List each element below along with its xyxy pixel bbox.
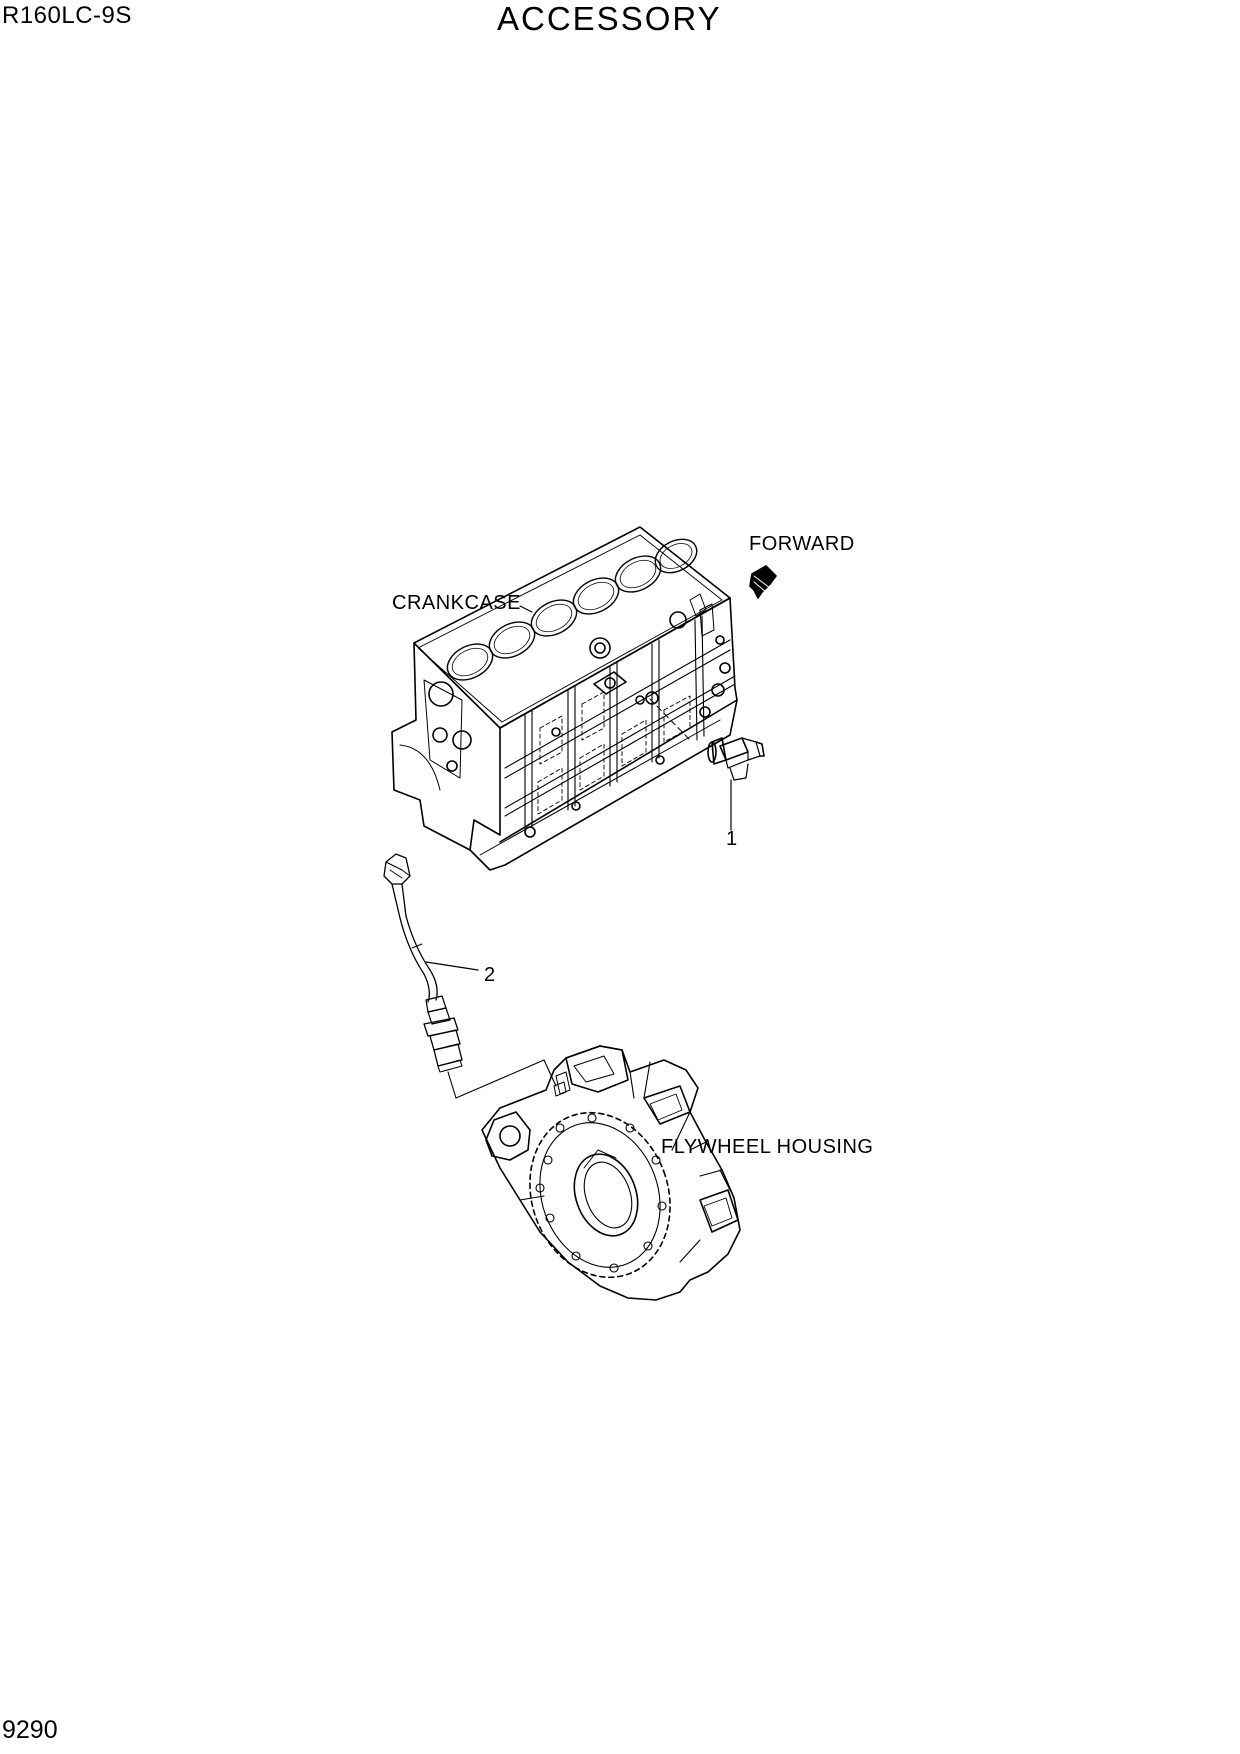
page-title: ACCESSORY bbox=[497, 0, 722, 37]
crankcase-drawing bbox=[391, 526, 738, 871]
callout-2[interactable]: 2 bbox=[484, 964, 496, 986]
part-2-speed-sensor-drawing bbox=[383, 853, 557, 1099]
part-1-sensor-drawing bbox=[649, 698, 765, 831]
flywheel-housing-label: FLYWHEEL HOUSING bbox=[661, 1136, 874, 1158]
model-code: R160LC-9S bbox=[2, 2, 132, 29]
flywheel-housing-drawing bbox=[481, 1045, 741, 1301]
forward-label: FORWARD bbox=[749, 533, 855, 555]
crankcase-label: CRANKCASE bbox=[392, 592, 521, 614]
callout-1[interactable]: 1 bbox=[726, 828, 738, 850]
forward-arrow-icon bbox=[749, 565, 777, 599]
page-number: 9290 bbox=[2, 1716, 58, 1744]
